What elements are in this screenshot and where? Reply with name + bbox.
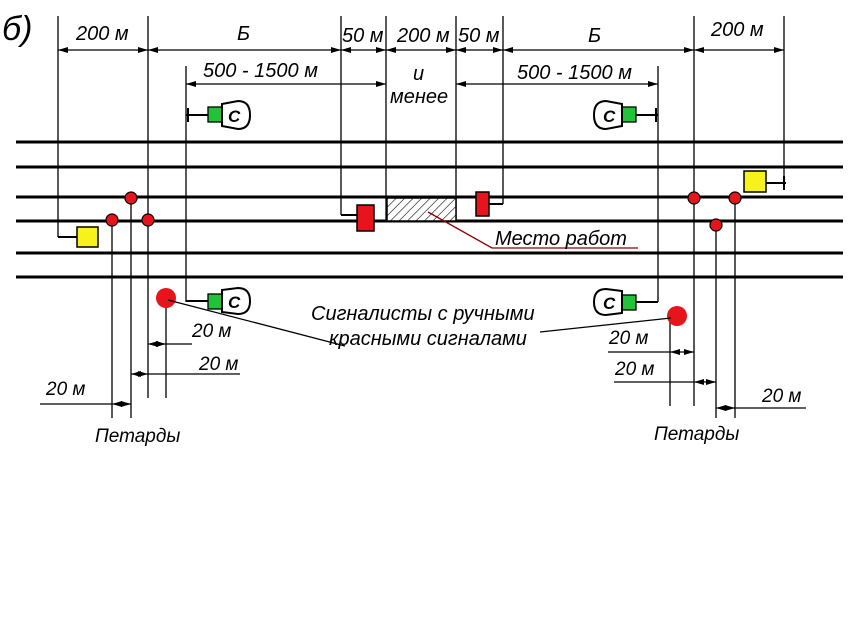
svg-text:20 м: 20 м	[608, 328, 648, 349]
small-dims-right	[608, 349, 806, 411]
petard	[709, 218, 723, 232]
signal-top-left: С	[186, 99, 252, 131]
petards-label-right: Петарды	[654, 424, 739, 445]
work-site-area	[386, 197, 457, 222]
svg-text:500 - 1500 м: 500 - 1500 м	[517, 62, 632, 84]
svg-text:50 м: 50 м	[458, 25, 500, 47]
red-board-right	[475, 191, 503, 217]
dimension-labels: 200 м Б 50 м 200 м 50 м Б 200 м 500 - 15…	[75, 19, 764, 108]
part-label: б)	[2, 10, 32, 48]
svg-text:200 м: 200 м	[75, 23, 129, 45]
signalman-right	[667, 306, 687, 326]
yellow-board-left	[58, 226, 99, 248]
svg-text:50 м: 50 м	[342, 25, 384, 47]
red-board-left	[341, 204, 375, 232]
signalmen-label-line2: красными сигналами	[329, 328, 527, 350]
work-site-leader	[427, 211, 638, 249]
signalman-leader-left	[167, 299, 346, 347]
svg-text:и: и	[413, 63, 424, 85]
signalmen-label-line1: Сигналисты с ручными	[311, 303, 535, 325]
svg-text:20 м: 20 м	[614, 359, 654, 380]
signal-top-right: С	[592, 99, 658, 131]
petard	[105, 213, 119, 227]
svg-text:С: С	[603, 294, 616, 313]
petards-label-left: Петарды	[95, 426, 180, 447]
petard	[141, 213, 155, 227]
signal-bottom-left: С	[186, 286, 252, 316]
svg-text:Б: Б	[237, 23, 250, 45]
petard	[687, 191, 701, 205]
svg-text:200 м: 200 м	[396, 25, 450, 47]
petard	[728, 191, 742, 205]
svg-text:менее: менее	[390, 86, 448, 108]
petard	[124, 191, 138, 205]
work-site-label: Место работ	[495, 228, 627, 250]
svg-text:20 м: 20 м	[191, 321, 231, 342]
svg-text:С: С	[228, 293, 241, 312]
svg-text:С: С	[228, 107, 241, 126]
signalman-leader-right	[539, 317, 672, 333]
dimension-arrows	[58, 47, 784, 87]
svg-text:Б: Б	[588, 25, 601, 47]
svg-text:200 м: 200 м	[710, 19, 764, 41]
small-dims-left	[40, 341, 240, 407]
signalman-left	[156, 288, 176, 308]
petards	[105, 191, 742, 232]
signal-bottom-right: С	[592, 287, 658, 317]
svg-text:20 м: 20 м	[198, 354, 238, 375]
svg-text:20 м: 20 м	[761, 386, 801, 407]
svg-text:С: С	[603, 107, 616, 126]
svg-text:20 м: 20 м	[45, 379, 85, 400]
yellow-board-right	[743, 170, 786, 193]
svg-text:500 - 1500 м: 500 - 1500 м	[203, 60, 318, 82]
